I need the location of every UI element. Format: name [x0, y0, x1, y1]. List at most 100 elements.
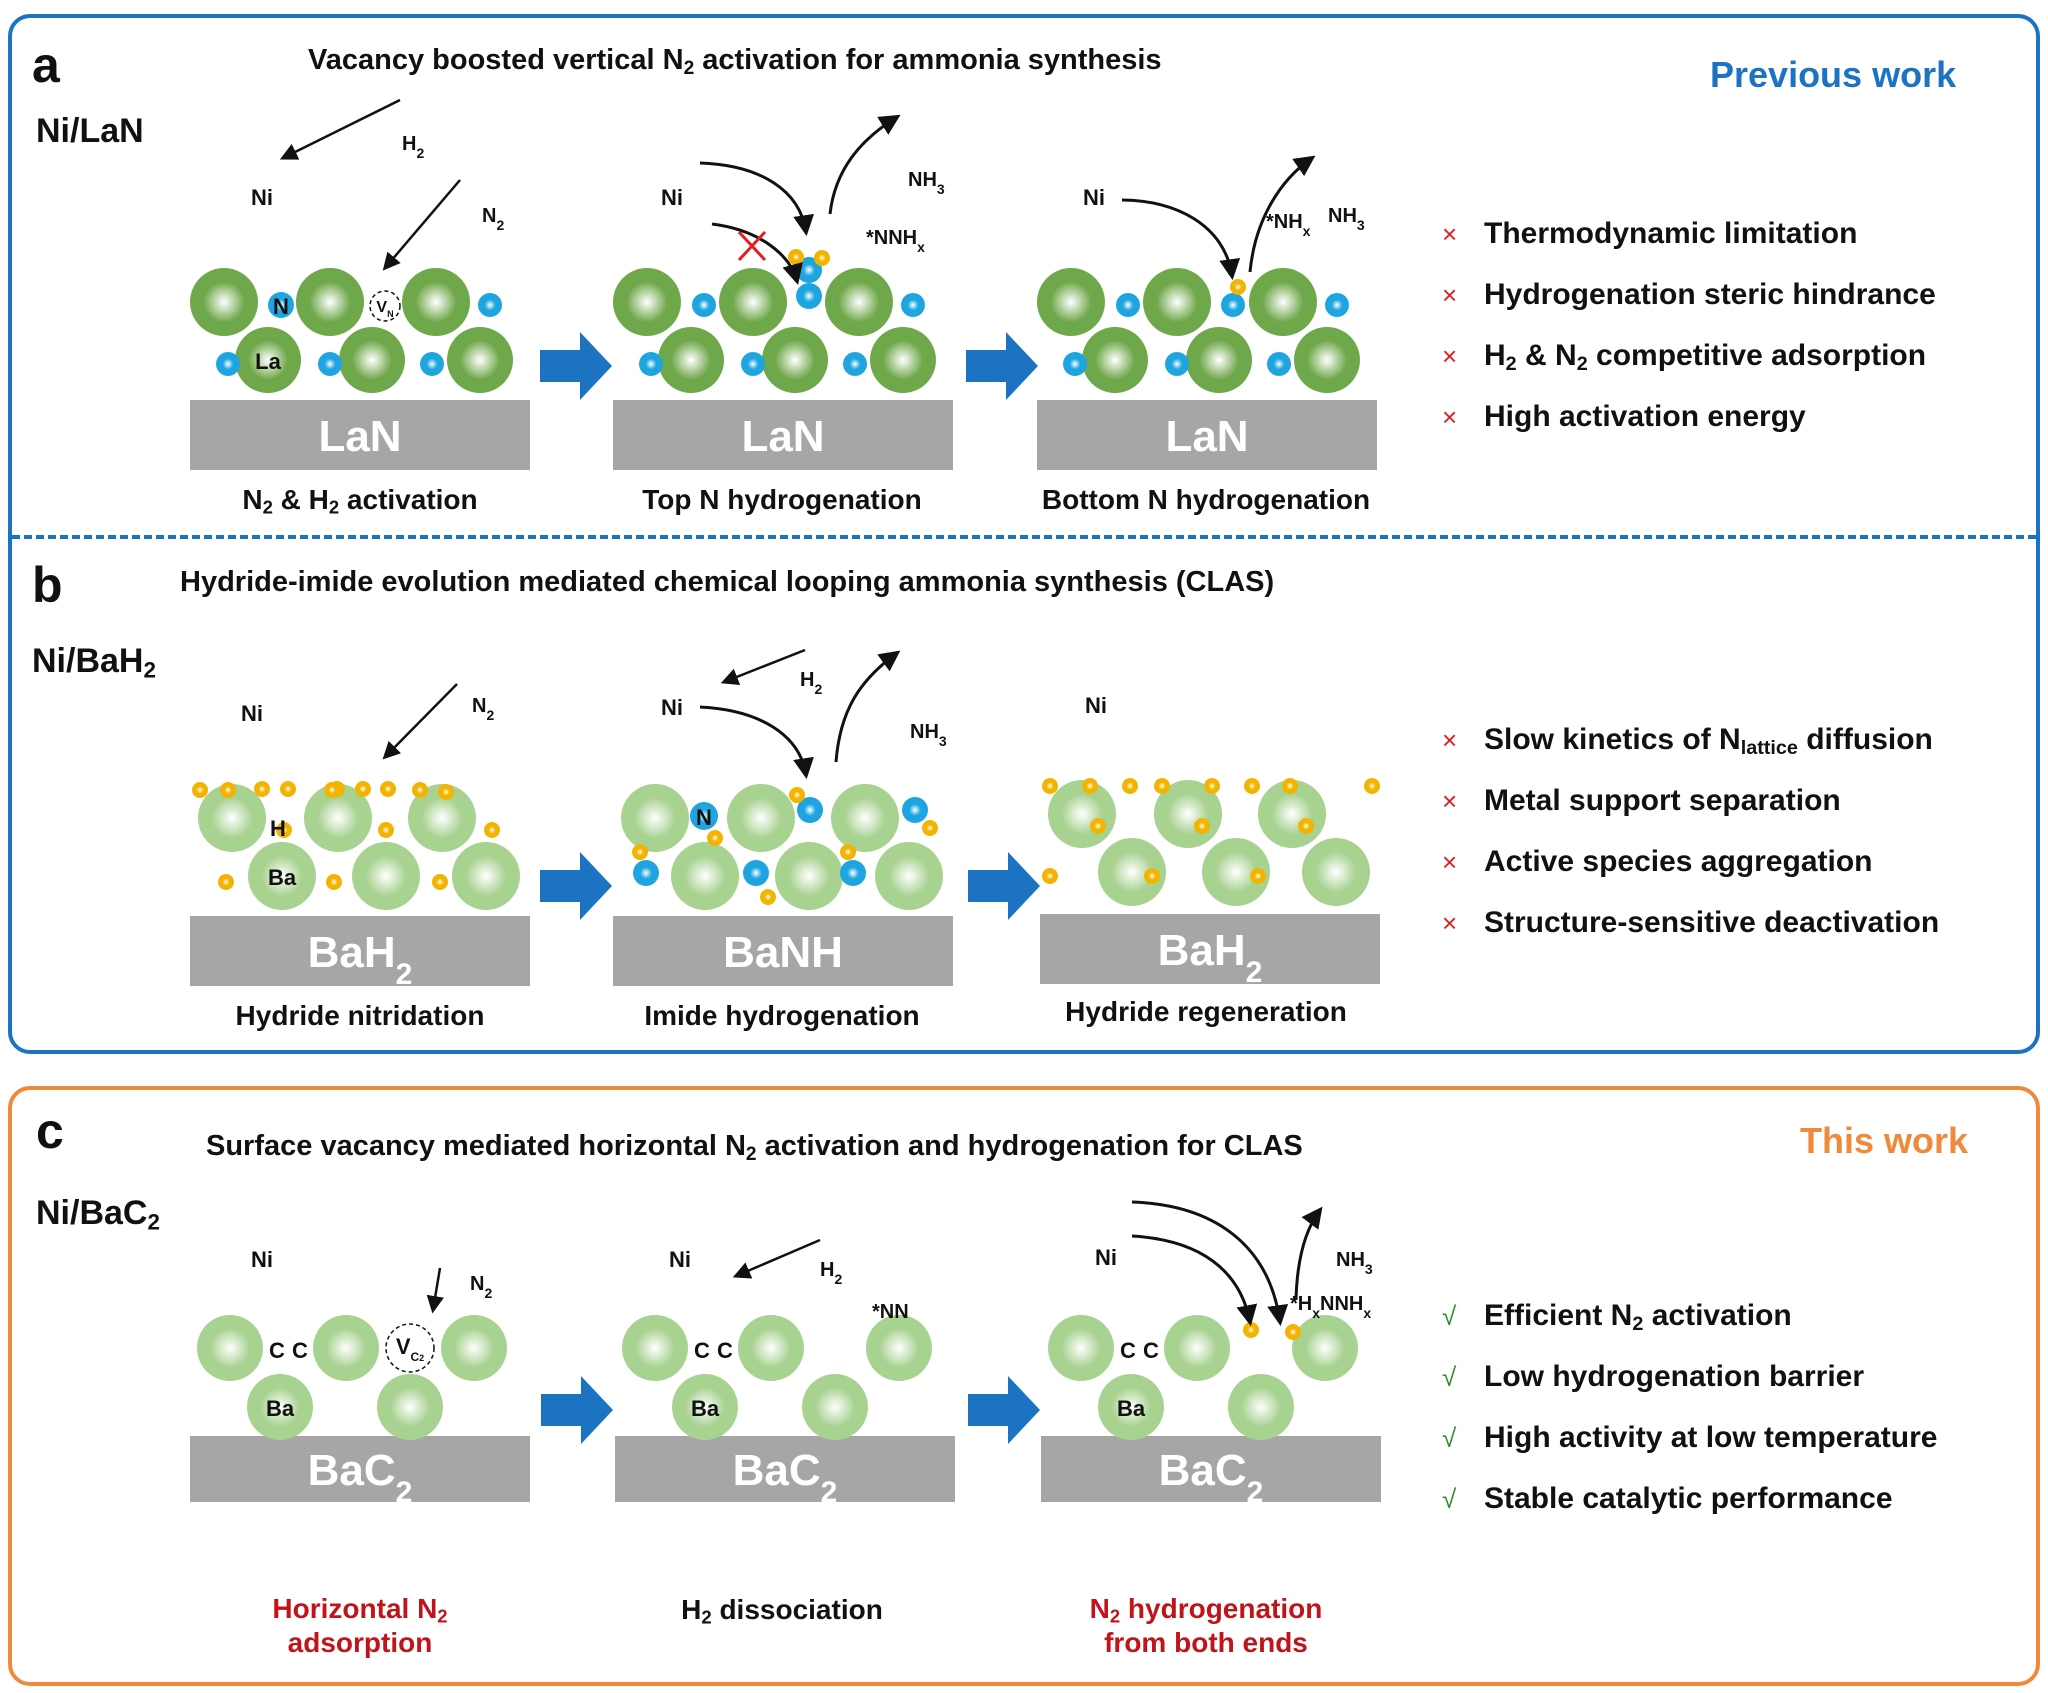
lanthanum-atom — [1249, 268, 1317, 336]
panel-a-drawbacks-list: × Thermodynamic limitation × Hydrogenation… — [1442, 214, 1936, 458]
panel-c-advantages-list: √Efficient N2 activation √Low hydrogenat… — [1442, 1296, 1937, 1540]
svg-text:Ni: Ni — [669, 1247, 691, 1272]
svg-text:Ba: Ba — [266, 1396, 295, 1421]
hydrogen-atom — [192, 782, 208, 798]
barium-atom — [802, 1374, 868, 1440]
hydrogen-atom — [355, 781, 371, 797]
hydrogen-atom — [1282, 778, 1298, 794]
ni-atom: Ni — [1085, 693, 1107, 718]
nitrogen-atom — [216, 352, 240, 376]
hydrogen-atom — [1244, 778, 1260, 794]
svg-text:Ni: Ni — [1095, 1245, 1117, 1270]
hydrogen-atom — [1230, 279, 1246, 295]
hydrogen-atom — [922, 820, 938, 836]
hydrogen-atom — [432, 874, 448, 890]
drawback-item: × Hydrogenation steric hindrance — [1442, 275, 1936, 336]
hydrogen-atom — [1096, 1218, 1112, 1234]
h2-adsorption-arrow — [279, 98, 401, 160]
carbon-dimer — [1169, 1395, 1218, 1421]
support-block: BaH2 — [190, 916, 530, 991]
hydrogen-atom — [1364, 778, 1380, 794]
nitrogen-atom — [902, 797, 928, 823]
ni-cluster: Ni — [251, 185, 273, 210]
check-icon: √ — [1442, 1301, 1457, 1331]
cross-icon: × — [1442, 908, 1458, 938]
hydrogen-atom — [760, 889, 776, 905]
carbon-dimer — [188, 1395, 237, 1421]
lanthanum-atom — [296, 268, 364, 336]
process-arrow-b2 — [968, 852, 1040, 920]
hydrogen-atom — [484, 822, 500, 838]
check-icon: √ — [1442, 1484, 1457, 1514]
drawback-text: Hydrogenation steric hindrance — [1484, 278, 1936, 311]
svg-text:C: C — [1120, 1338, 1136, 1363]
panel-c-catalyst-label: Ni/BaC2 — [36, 1194, 160, 1235]
ni-cluster: Ni — [251, 1247, 273, 1272]
drawback-item: × Thermodynamic limitation — [1442, 214, 1936, 275]
nitrogen-atom — [901, 293, 925, 317]
panel-divider — [12, 535, 2036, 539]
drawback-item: ×Active species aggregation — [1442, 842, 1939, 903]
svg-text:C: C — [694, 1338, 710, 1363]
hydrogen-atom — [218, 874, 234, 890]
carbon-atom — [743, 1395, 769, 1421]
svg-text:C: C — [717, 1338, 733, 1363]
barium-atom — [452, 842, 520, 910]
carbon-atom — [1062, 1395, 1088, 1421]
drawback-text: Thermodynamic limitation — [1484, 217, 1858, 250]
previous-work-frame — [8, 14, 2040, 1054]
carbon-dimer — [1039, 1395, 1088, 1421]
carbon-dimer — [318, 1395, 367, 1421]
drawback-item: ×Structure-sensitive deactivation — [1442, 903, 1939, 964]
ni-cluster: Ni — [661, 695, 683, 720]
hydrogen-atom — [1082, 778, 1098, 794]
nh3-release-arrow — [1294, 1206, 1323, 1301]
drawback-item: ×Metal support separation — [1442, 781, 1939, 842]
svg-text:La: La — [255, 349, 281, 374]
process-arrow-c2 — [968, 1376, 1040, 1444]
lanthanum-atom — [825, 268, 893, 336]
nitrogen-atom — [741, 352, 765, 376]
hydrogen-atom — [830, 1224, 846, 1240]
cross-icon: × — [1442, 280, 1458, 310]
nitrogen-atom — [1221, 293, 1245, 317]
svg-text:Ba: Ba — [1117, 1396, 1146, 1421]
carbon-atom — [1039, 1395, 1065, 1421]
panel-b-drawbacks-list: ×Slow kinetics of Nlattice diffusion ×Me… — [1442, 720, 1939, 964]
carbon-atom — [318, 1395, 344, 1421]
drawback-item: ×Slow kinetics of Nlattice diffusion — [1442, 720, 1939, 781]
drawback-text: H2 & N2 competitive adsorption — [1484, 339, 1927, 375]
hydrogen-molecule — [818, 1210, 846, 1240]
advantage-item: √Efficient N2 activation — [1442, 1296, 1937, 1357]
lanthanum-atom — [1143, 268, 1211, 336]
hydrogen-atom — [1194, 818, 1210, 834]
ni-atom: Ni — [661, 695, 683, 720]
step-caption-a3: Bottom N hydrogenation — [1041, 484, 1371, 515]
drawback-text: Slow kinetics of Nlattice diffusion — [1484, 723, 1933, 759]
hydrogen-atom — [1298, 818, 1314, 834]
nitrogen-atom — [836, 1338, 860, 1362]
lanthanum-atom — [339, 327, 405, 393]
lanthanum-atom — [613, 268, 681, 336]
hydrogen-atom — [1154, 778, 1170, 794]
carbon-atom: C — [1143, 1338, 1159, 1363]
cross-icon: × — [1442, 219, 1458, 249]
ni-atom — [674, 1274, 730, 1330]
nitrogen-atom — [797, 797, 823, 823]
adsorbed-n2 — [813, 1338, 860, 1362]
advantage-text: Stable catalytic performance — [1484, 1482, 1893, 1515]
barium-atom — [1164, 1315, 1230, 1381]
ni-atom: Ni — [1083, 185, 1105, 210]
hydrogen-atom — [276, 822, 292, 838]
ni-cluster: Ni — [1083, 185, 1105, 210]
advantage-item: √High activity at low temperature — [1442, 1418, 1937, 1479]
nn-intermediate-label: *NN — [872, 1301, 909, 1323]
hydrogen-atom — [378, 822, 394, 838]
carbon-atom: C — [269, 1338, 285, 1363]
nitrogen-atom — [1334, 1179, 1356, 1201]
barium-atom — [1228, 1374, 1294, 1440]
hydrogen-atom — [1337, 1195, 1353, 1211]
panel-c-letter: c — [36, 1103, 64, 1159]
